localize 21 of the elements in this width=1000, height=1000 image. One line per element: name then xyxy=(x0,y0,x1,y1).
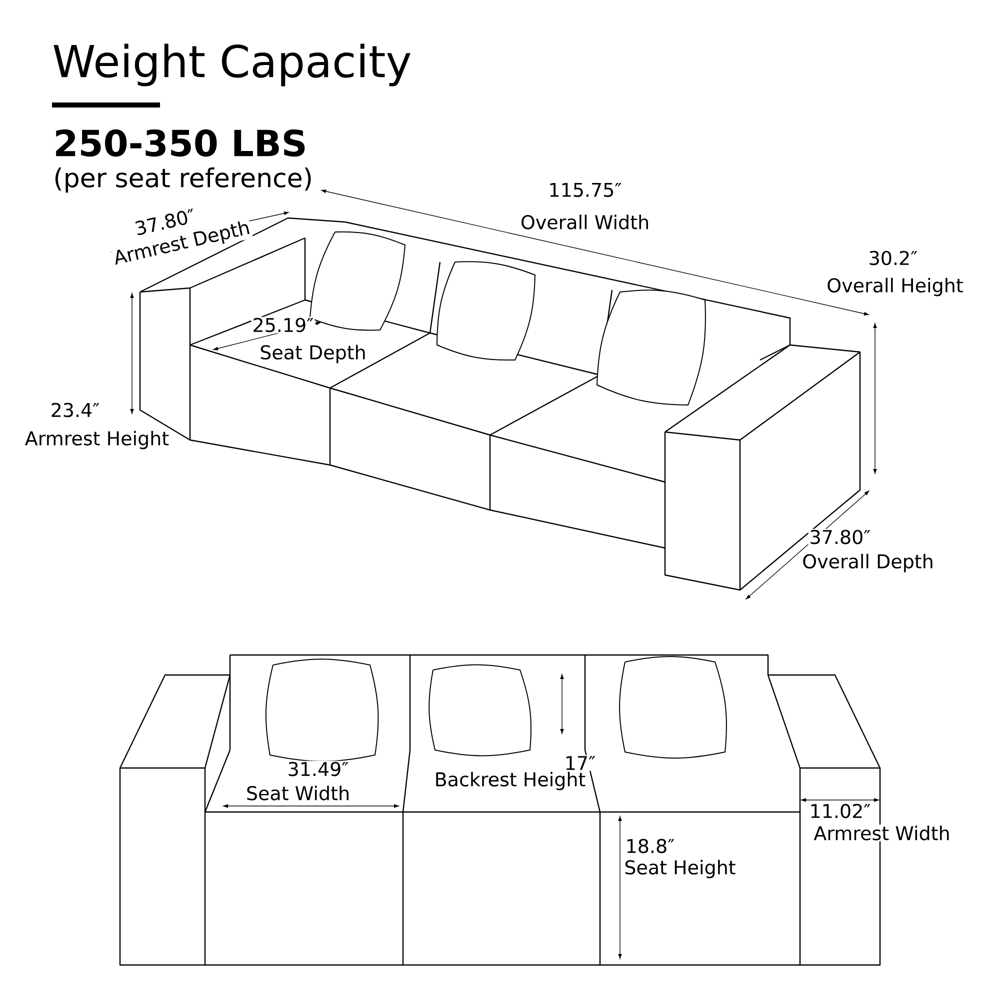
dimension-label: 23.4″ xyxy=(49,402,101,418)
note: (per seat reference) xyxy=(52,166,314,194)
dimension-label: Seat Depth xyxy=(258,344,368,364)
dimension-label: Backrest Height xyxy=(433,770,587,792)
dimension-label: 11.02″ xyxy=(808,802,872,820)
dimension-label: 37.80″ xyxy=(808,528,872,546)
dimension-label: 17″ xyxy=(563,755,597,771)
weight-value: 250-350 LBS xyxy=(52,128,308,158)
dimension-label: Overall Depth xyxy=(801,552,935,574)
dimension-label: Seat Width xyxy=(244,784,352,802)
dimension-label: Armrest Width xyxy=(812,824,952,842)
dimension-label: 18.8″ xyxy=(624,838,676,854)
dimension-label: Overall Height xyxy=(826,276,964,298)
dimension-label: Overall Width xyxy=(519,214,651,230)
dimension-label: 115.75″ xyxy=(547,182,623,198)
dimension-label: Seat Height xyxy=(623,858,737,880)
dimension-label: 30.2″ xyxy=(867,250,919,266)
dimension-label: 31.49″ xyxy=(286,760,350,778)
dimension-label: Armrest Height xyxy=(24,430,170,450)
title: Weight Capacity xyxy=(54,44,410,86)
dimension-label: 25.19″ xyxy=(251,316,315,334)
